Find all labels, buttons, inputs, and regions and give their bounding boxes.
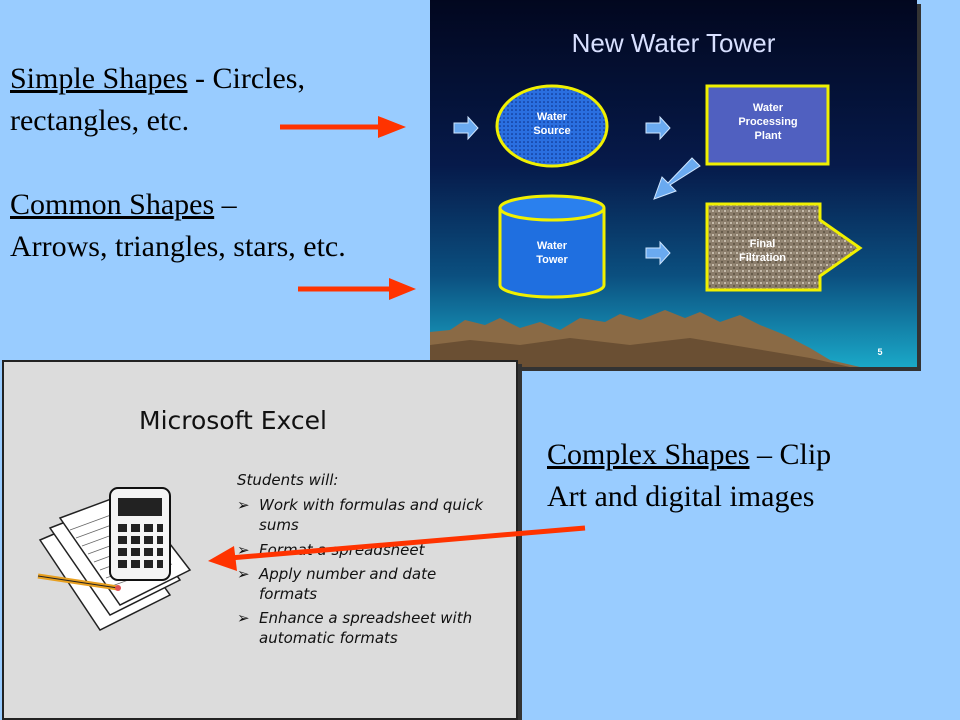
- water-source-label: Water Source: [533, 111, 571, 137]
- water-slide-page-number: 5: [877, 347, 883, 357]
- excel-bullet: ➢ Enhance a spreadsheet with automatic f…: [237, 608, 497, 648]
- processing-plant-shape: [705, 84, 830, 166]
- excel-intro: Students will:: [237, 471, 339, 489]
- water-slide-title: New Water Tower: [571, 28, 776, 58]
- water-tower-shape: [498, 194, 606, 299]
- water-tower-label: Water Tower: [536, 240, 568, 266]
- complex-shapes-text: Complex Shapes – Clip Art and digital im…: [547, 434, 947, 518]
- excel-slide: Microsoft Excel Students will: ➢ Work wi…: [2, 360, 518, 720]
- calculator-clipart: [37, 487, 192, 631]
- excel-slide-title: Microsoft Excel: [139, 406, 327, 435]
- red-arrow-common: [298, 278, 416, 300]
- common-shapes-desc: Arrows, triangles, stars, etc.: [10, 230, 346, 263]
- excel-bullet: ➢ Work with formulas and quick sums: [237, 495, 497, 535]
- simple-shapes-desc: Circles,: [212, 62, 305, 95]
- water-diagram: [430, 84, 863, 367]
- bullet-arrow-icon: ➢: [237, 496, 250, 514]
- complex-shapes-desc-line2: Art and digital images: [547, 480, 815, 513]
- pencil-icon: [37, 573, 121, 591]
- bullet-arrow-icon: ➢: [237, 565, 250, 583]
- red-arrow-simple: [280, 116, 406, 138]
- simple-shapes-desc-line2: rectangles, etc.: [10, 104, 190, 137]
- common-shapes-heading: Common Shapes: [10, 188, 215, 221]
- bullet-arrow-icon: ➢: [237, 609, 250, 627]
- processing-plant-label: Water Processing Plant: [738, 102, 798, 142]
- excel-bullet: ➢ Apply number and date formats: [237, 564, 497, 604]
- water-source-shape: [495, 84, 609, 168]
- excel-bullet-text: Enhance a spreadsheet with automatic for…: [259, 609, 473, 647]
- separator: -: [187, 62, 213, 95]
- simple-shapes-heading: Simple Shapes: [10, 62, 188, 95]
- excel-bullet-text: Work with formulas and quick sums: [259, 496, 484, 534]
- filtration-shape: [705, 202, 863, 292]
- filtration-label: Final Filtration: [738, 238, 787, 264]
- complex-shapes-heading: Complex Shapes: [547, 438, 750, 471]
- red-arrow-complex: [208, 525, 586, 571]
- simple-shapes-text: Simple Shapes - Circles, rectangles, etc…: [10, 58, 430, 142]
- separator: –: [214, 188, 237, 221]
- water-tower-slide: New Water Tower Wat: [430, 0, 917, 367]
- complex-shapes-desc: – Clip: [749, 438, 832, 471]
- excel-bullet-text: Apply number and date formats: [259, 565, 437, 603]
- common-shapes-text: Common Shapes – Arrows, triangles, stars…: [10, 184, 440, 268]
